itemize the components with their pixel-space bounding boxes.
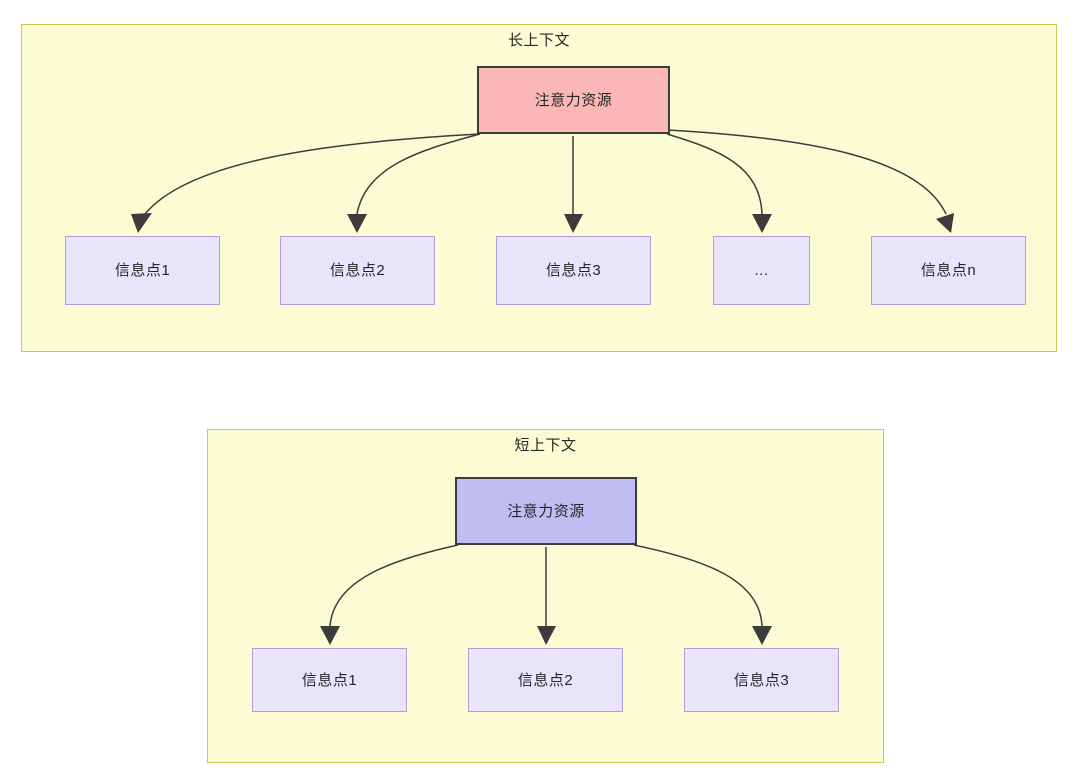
node-info-point-3-long[interactable]: 信息点3 — [496, 236, 651, 305]
node-attention-resource-short[interactable]: 注意力资源 — [455, 477, 637, 545]
node-info-point-ellipsis-long[interactable]: ... — [713, 236, 810, 305]
node-info-point-2-short[interactable]: 信息点2 — [468, 648, 623, 712]
node-info-point-n-long[interactable]: 信息点n — [871, 236, 1026, 305]
node-info-point-2-long[interactable]: 信息点2 — [280, 236, 435, 305]
node-attention-resource-long[interactable]: 注意力资源 — [477, 66, 670, 134]
panel-long-context-title: 长上下文 — [507, 32, 570, 49]
node-info-point-3-short[interactable]: 信息点3 — [684, 648, 839, 712]
node-info-point-1-long[interactable]: 信息点1 — [65, 236, 220, 305]
node-info-point-1-short[interactable]: 信息点1 — [252, 648, 407, 712]
panel-short-context-title: 短上下文 — [514, 437, 577, 454]
